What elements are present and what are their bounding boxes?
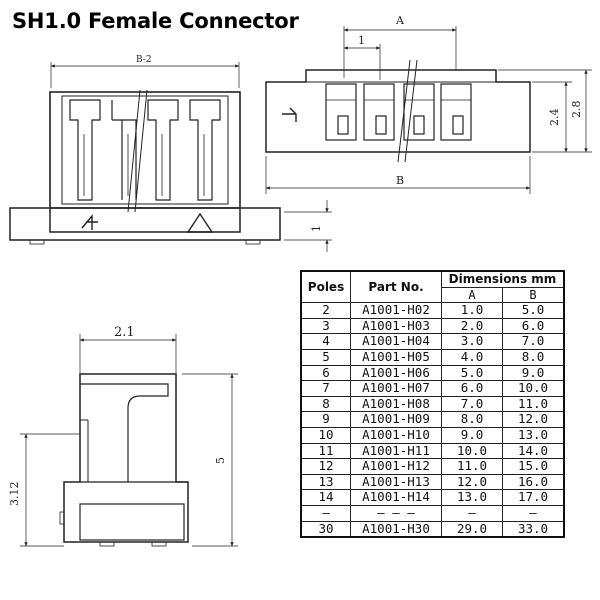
cell-poles: 5: [300, 348, 351, 366]
header-dimensions: Dimensions mm: [441, 270, 565, 288]
cell-part: A1001-H09: [350, 411, 442, 428]
cell-part: A1001-H06: [350, 364, 442, 382]
cell-a: 2.0: [441, 317, 503, 335]
cell-part: A1001-H02: [350, 302, 442, 319]
cell-b: 15.0: [502, 458, 565, 475]
dim-label-2-8: 2.8: [570, 101, 583, 119]
side-view: [20, 334, 238, 547]
cell-a: 13.0: [441, 489, 503, 506]
header-part-no: Part No.: [350, 270, 442, 304]
cell-b: 17.0: [502, 489, 565, 506]
cell-poles: 14: [300, 489, 351, 506]
cell-b: 33.0: [502, 520, 565, 538]
cell-poles: 10: [300, 426, 351, 444]
dim-label-2-1: 2.1: [114, 325, 135, 340]
cell-part: A1001-H30: [350, 520, 442, 538]
cell-part: A1001-H04: [350, 333, 442, 350]
cell-a: 5.0: [441, 364, 503, 382]
header-a: A: [441, 286, 503, 304]
cell-b: 5.0: [502, 302, 565, 319]
cell-poles: 3: [300, 317, 351, 335]
cell-poles: 2: [300, 302, 351, 319]
cell-b: 12.0: [502, 411, 565, 428]
cell-b: 11.0: [502, 395, 565, 413]
cell-a: 1.0: [441, 302, 503, 319]
cell-poles: 12: [300, 458, 351, 475]
cell-b: 8.0: [502, 348, 565, 366]
page-title: SH1.0 Female Connector: [12, 9, 299, 33]
cell-poles: 7: [300, 380, 351, 397]
cell-b: 6.0: [502, 317, 565, 335]
cell-part: A1001-H08: [350, 395, 442, 413]
cell-poles: 30: [300, 520, 351, 538]
cell-a: 9.0: [441, 426, 503, 444]
cell-a: 7.0: [441, 395, 503, 413]
cell-b: 14.0: [502, 442, 565, 460]
cell-b: —: [502, 504, 565, 522]
cell-poles: 13: [300, 473, 351, 491]
cell-part: A1001-H07: [350, 380, 442, 397]
dim-label-b-2: B-2: [136, 55, 152, 65]
cell-part: A1001-H11: [350, 442, 442, 460]
table-row: —— — ———: [300, 504, 565, 522]
cell-part: A1001-H10: [350, 426, 442, 444]
cell-poles: 4: [300, 333, 351, 350]
dim-label-2-4: 2.4: [548, 109, 561, 127]
dim-label-a: A: [395, 14, 405, 27]
cell-a: 4.0: [441, 348, 503, 366]
front-view: [9, 62, 332, 252]
cell-part: A1001-H13: [350, 473, 442, 491]
cell-b: 13.0: [502, 426, 565, 444]
cell-a: 29.0: [441, 520, 503, 538]
cell-poles: —: [300, 504, 351, 522]
header-poles: Poles: [300, 270, 351, 304]
cell-part: A1001-H12: [350, 458, 442, 475]
top-view: [265, 26, 592, 194]
header-b: B: [502, 286, 565, 304]
dim-label-3-12: 3.12: [8, 482, 21, 507]
cell-poles: 9: [300, 411, 351, 428]
cell-part: — — —: [350, 504, 442, 522]
cell-b: 7.0: [502, 333, 565, 350]
cell-poles: 6: [300, 364, 351, 382]
cell-poles: 11: [300, 442, 351, 460]
cell-part: A1001-H05: [350, 348, 442, 366]
dim-label-b: B: [396, 174, 404, 187]
cell-b: 10.0: [502, 380, 565, 397]
cell-poles: 8: [300, 395, 351, 413]
cell-part: A1001-H14: [350, 489, 442, 506]
dim-label-pitch: 1: [358, 34, 365, 47]
cell-a: 6.0: [441, 380, 503, 397]
cell-a: 8.0: [441, 411, 503, 428]
cell-a: 10.0: [441, 442, 503, 460]
cell-part: A1001-H03: [350, 317, 442, 335]
cell-a: 3.0: [441, 333, 503, 350]
cell-b: 9.0: [502, 364, 565, 382]
dim-label-5: 5: [214, 457, 227, 464]
dim-label-flange: 1: [310, 225, 323, 232]
cell-b: 16.0: [502, 473, 565, 491]
cell-a: 11.0: [441, 458, 503, 475]
cell-a: —: [441, 504, 503, 522]
cell-a: 12.0: [441, 473, 503, 491]
